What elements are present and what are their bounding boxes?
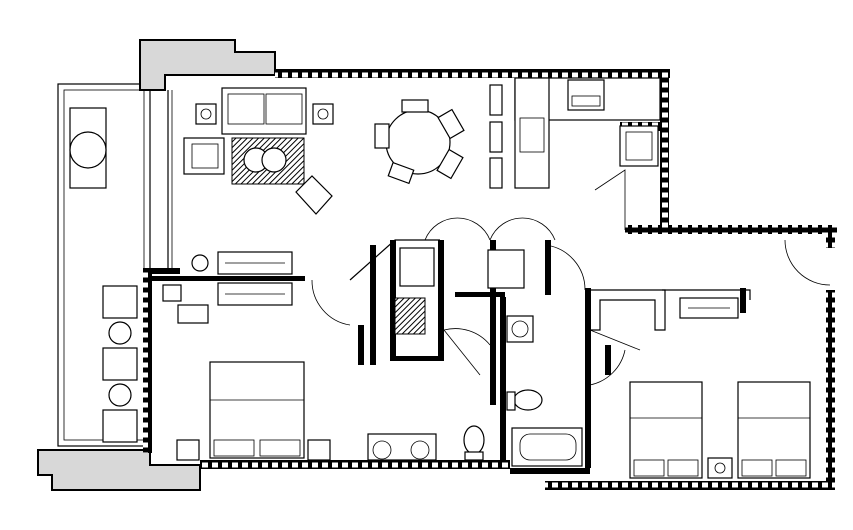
balcony	[57, 83, 151, 447]
armchair	[183, 137, 225, 175]
doors	[311, 169, 831, 386]
dining-table	[374, 99, 465, 185]
nightstand	[707, 457, 733, 479]
dresser-2	[679, 297, 739, 319]
kitchen	[489, 77, 661, 189]
bed-2	[629, 381, 703, 479]
bed-3	[737, 381, 811, 479]
lounge-chair	[295, 175, 333, 215]
side-table-left	[195, 103, 217, 125]
desk	[162, 251, 293, 324]
structural-column-bottom	[37, 449, 201, 491]
structural-column-top	[139, 39, 276, 91]
rug-coffee-table	[231, 137, 305, 185]
bathroom	[367, 315, 583, 467]
side-table-right	[312, 103, 334, 125]
window-living	[167, 90, 173, 268]
interior-walls	[150, 239, 751, 474]
washer-dryer	[394, 247, 525, 335]
sofa	[221, 87, 307, 135]
balcony-furniture	[102, 285, 138, 443]
bed-1	[176, 361, 331, 461]
